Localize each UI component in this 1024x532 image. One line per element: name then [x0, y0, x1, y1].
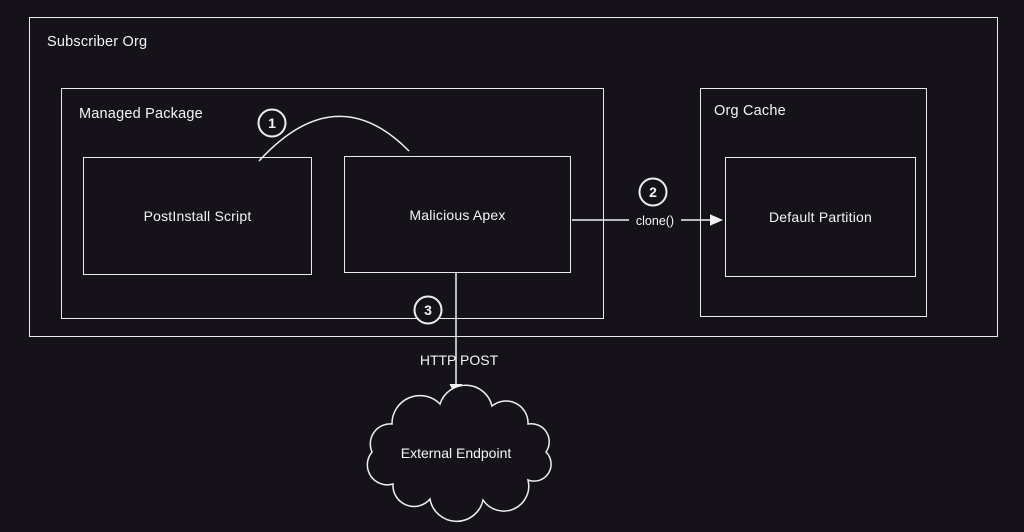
- postinstall-script-label: PostInstall Script: [143, 208, 252, 224]
- malicious-apex-label: Malicious Apex: [409, 206, 506, 223]
- default-partition-box: Default Partition: [725, 157, 916, 277]
- cloud-icon: [366, 384, 552, 523]
- subscriber-org-label: Subscriber Org: [47, 34, 148, 50]
- org-cache-label: Org Cache: [714, 103, 786, 119]
- external-endpoint-cloud: External Endpoint: [366, 384, 552, 523]
- default-partition-label: Default Partition: [768, 209, 872, 225]
- subscriber-org-box: Subscriber Org: [29, 17, 998, 337]
- managed-package-box: Managed Package: [61, 88, 604, 319]
- org-cache-box: Org Cache: [700, 88, 927, 317]
- external-endpoint-label: External Endpoint: [401, 445, 512, 461]
- http-post-label: HTTP POST: [420, 352, 499, 368]
- postinstall-script-box: PostInstall Script: [83, 157, 312, 275]
- malicious-apex-box: Malicious Apex: [344, 156, 571, 273]
- managed-package-label: Managed Package: [79, 106, 203, 122]
